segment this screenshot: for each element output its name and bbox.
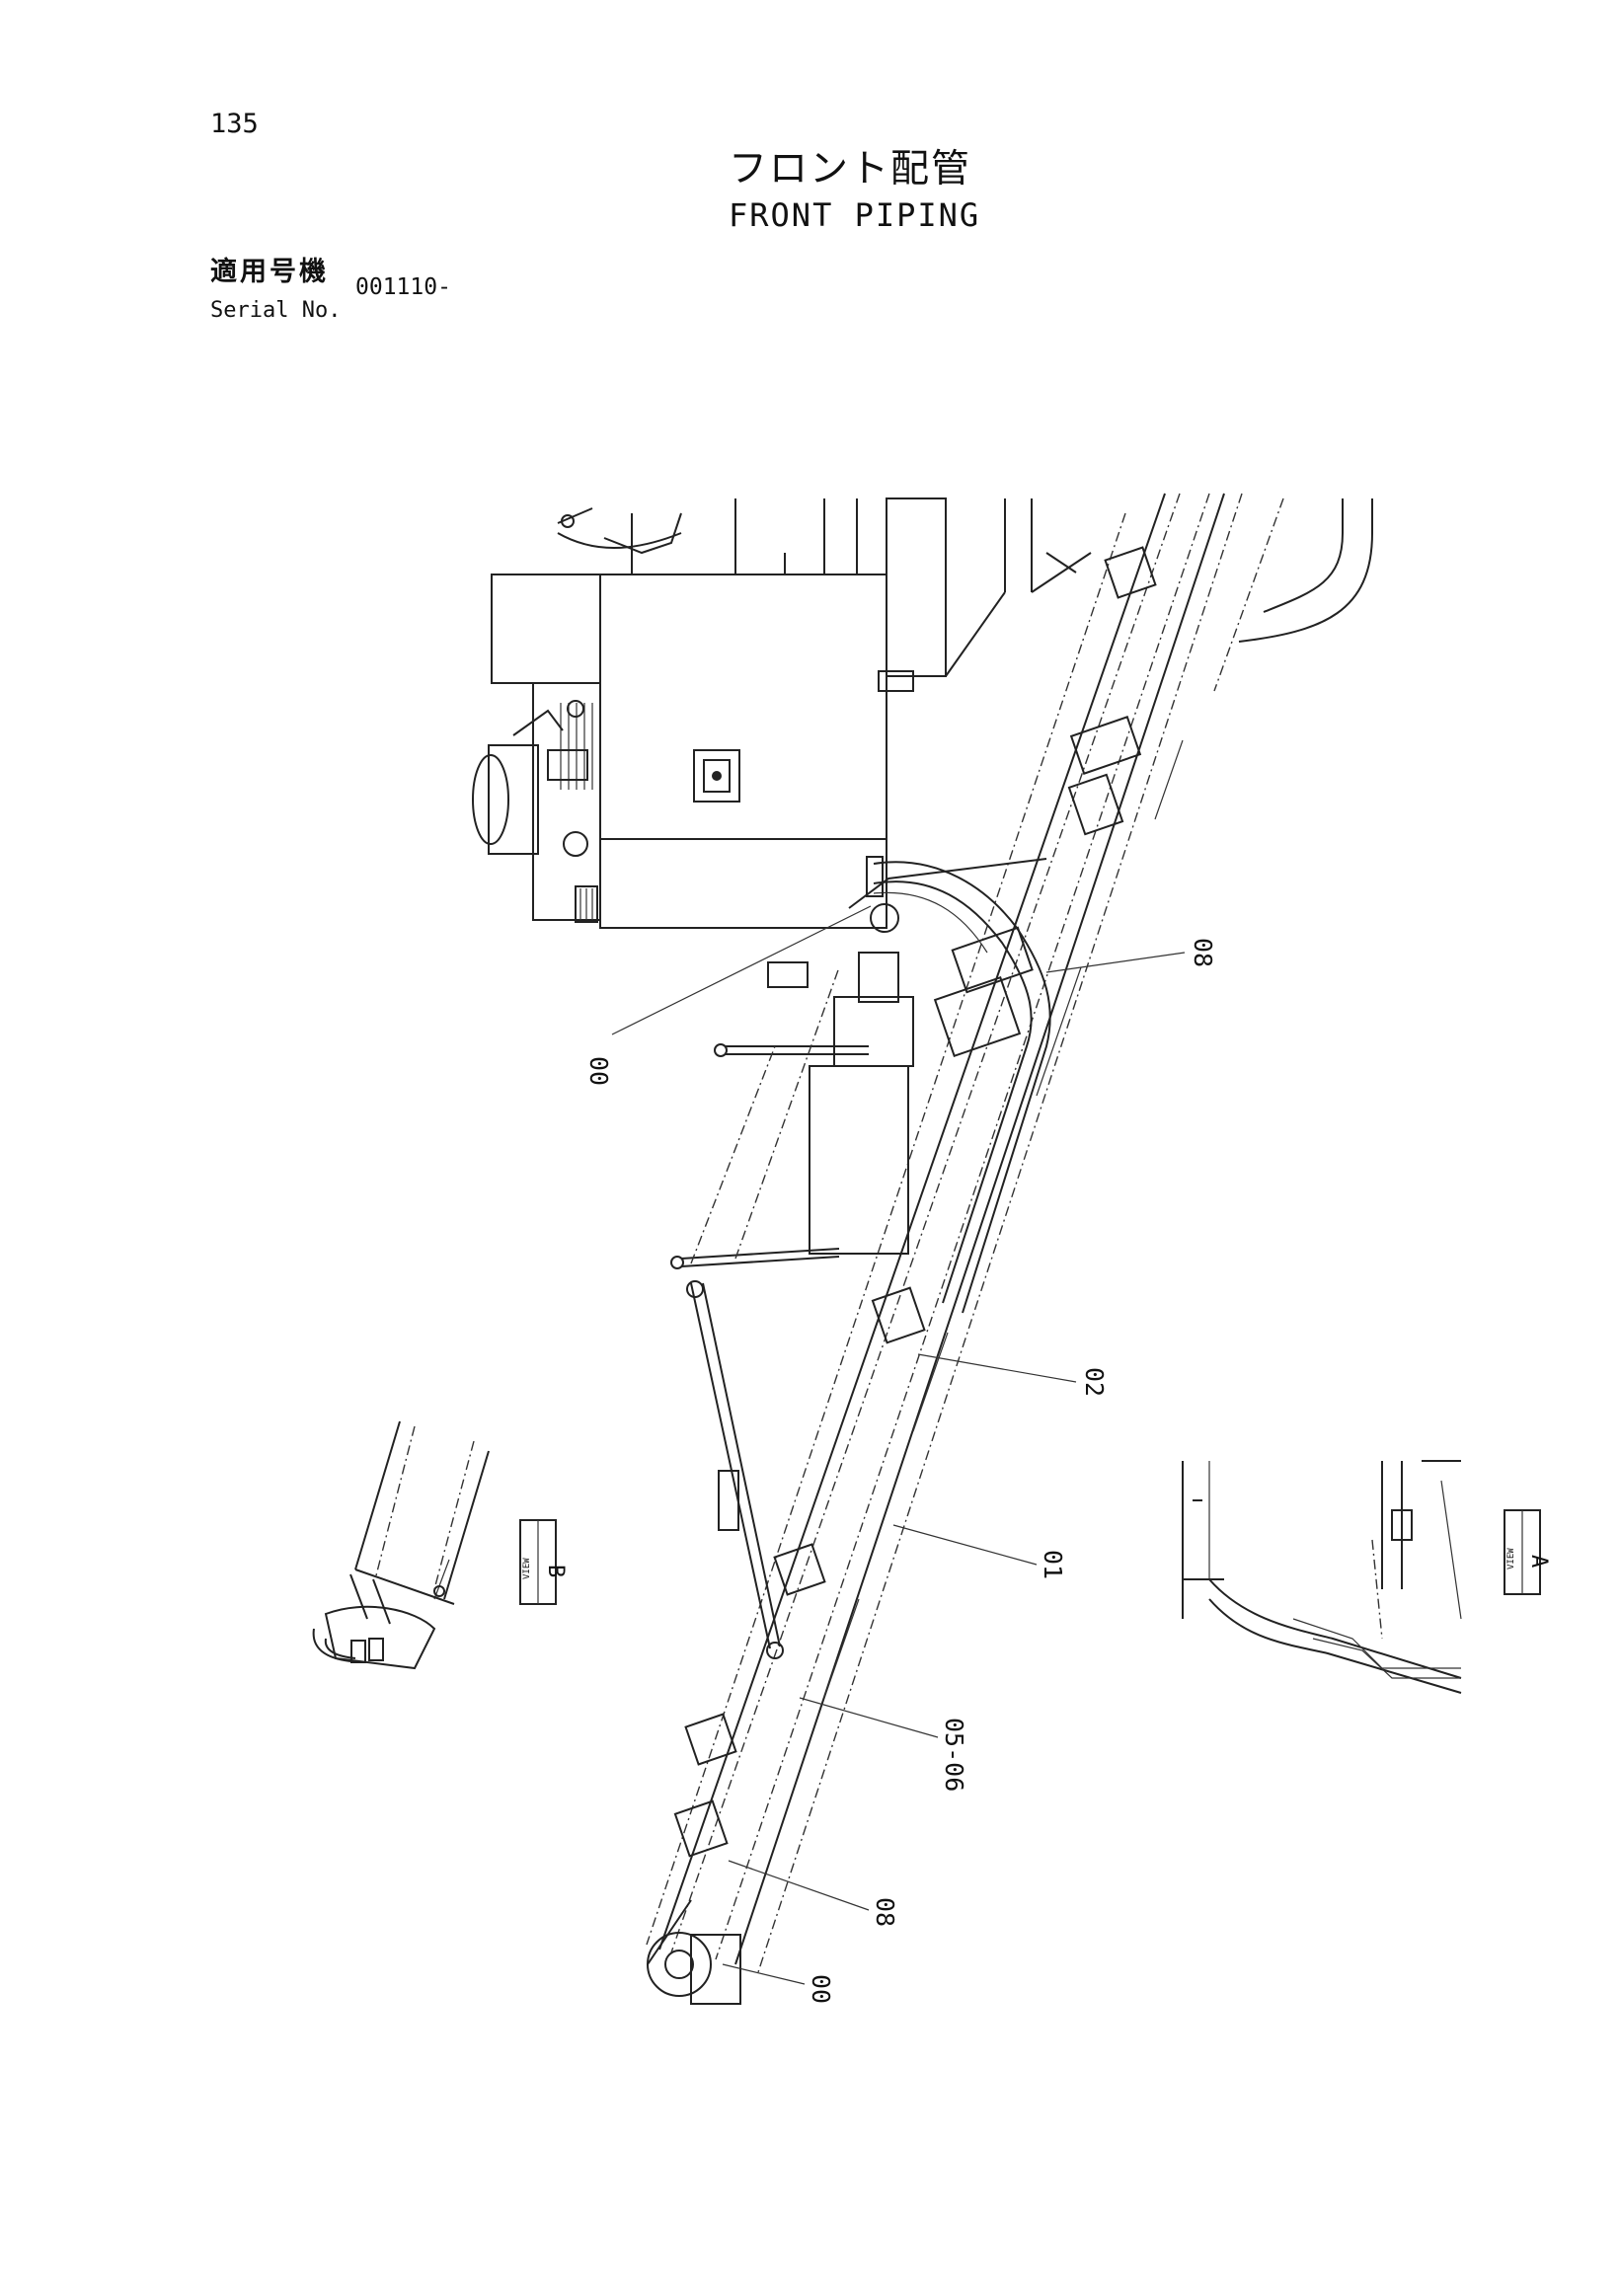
callout-02: 02 — [1080, 1367, 1109, 1397]
callout-05-06: 05-06 — [940, 1718, 968, 1792]
view-b-word: VIEW — [522, 1558, 532, 1579]
title-japanese: フロント配管 — [729, 147, 972, 191]
serial-number-value: 001110- — [355, 274, 451, 300]
serial-label-japanese: 適用号機 — [210, 257, 329, 287]
serial-label-english: Serial No. — [210, 298, 342, 323]
view-b-letter: B — [543, 1565, 568, 1577]
callout-08-upper: 08 — [1189, 938, 1217, 967]
front-pipe — [848, 856, 1051, 1314]
view-a-letter: A — [1526, 1555, 1551, 1568]
callout-00-upper: 00 — [584, 1056, 613, 1086]
view-a-word: VIEW — [1506, 1548, 1516, 1569]
callout-01: 01 — [1039, 1550, 1067, 1579]
callout-leaders — [611, 905, 1186, 1985]
boom-cylinder — [670, 952, 914, 1659]
view-a-detail: VIEW A — [1182, 1460, 1551, 1694]
view-b-detail: VIEW B — [312, 1420, 568, 1670]
callout-08-lower: 08 — [871, 1897, 899, 1927]
machine-body — [472, 497, 1092, 929]
view-a-tag: VIEW A — [1504, 1509, 1551, 1595]
page-number: 135 — [210, 109, 259, 139]
view-b-tag: VIEW B — [519, 1519, 568, 1605]
title-english: FRONT PIPING — [729, 196, 981, 234]
callout-00-lower: 00 — [807, 1974, 835, 2004]
boom-structure — [646, 493, 1373, 2005]
